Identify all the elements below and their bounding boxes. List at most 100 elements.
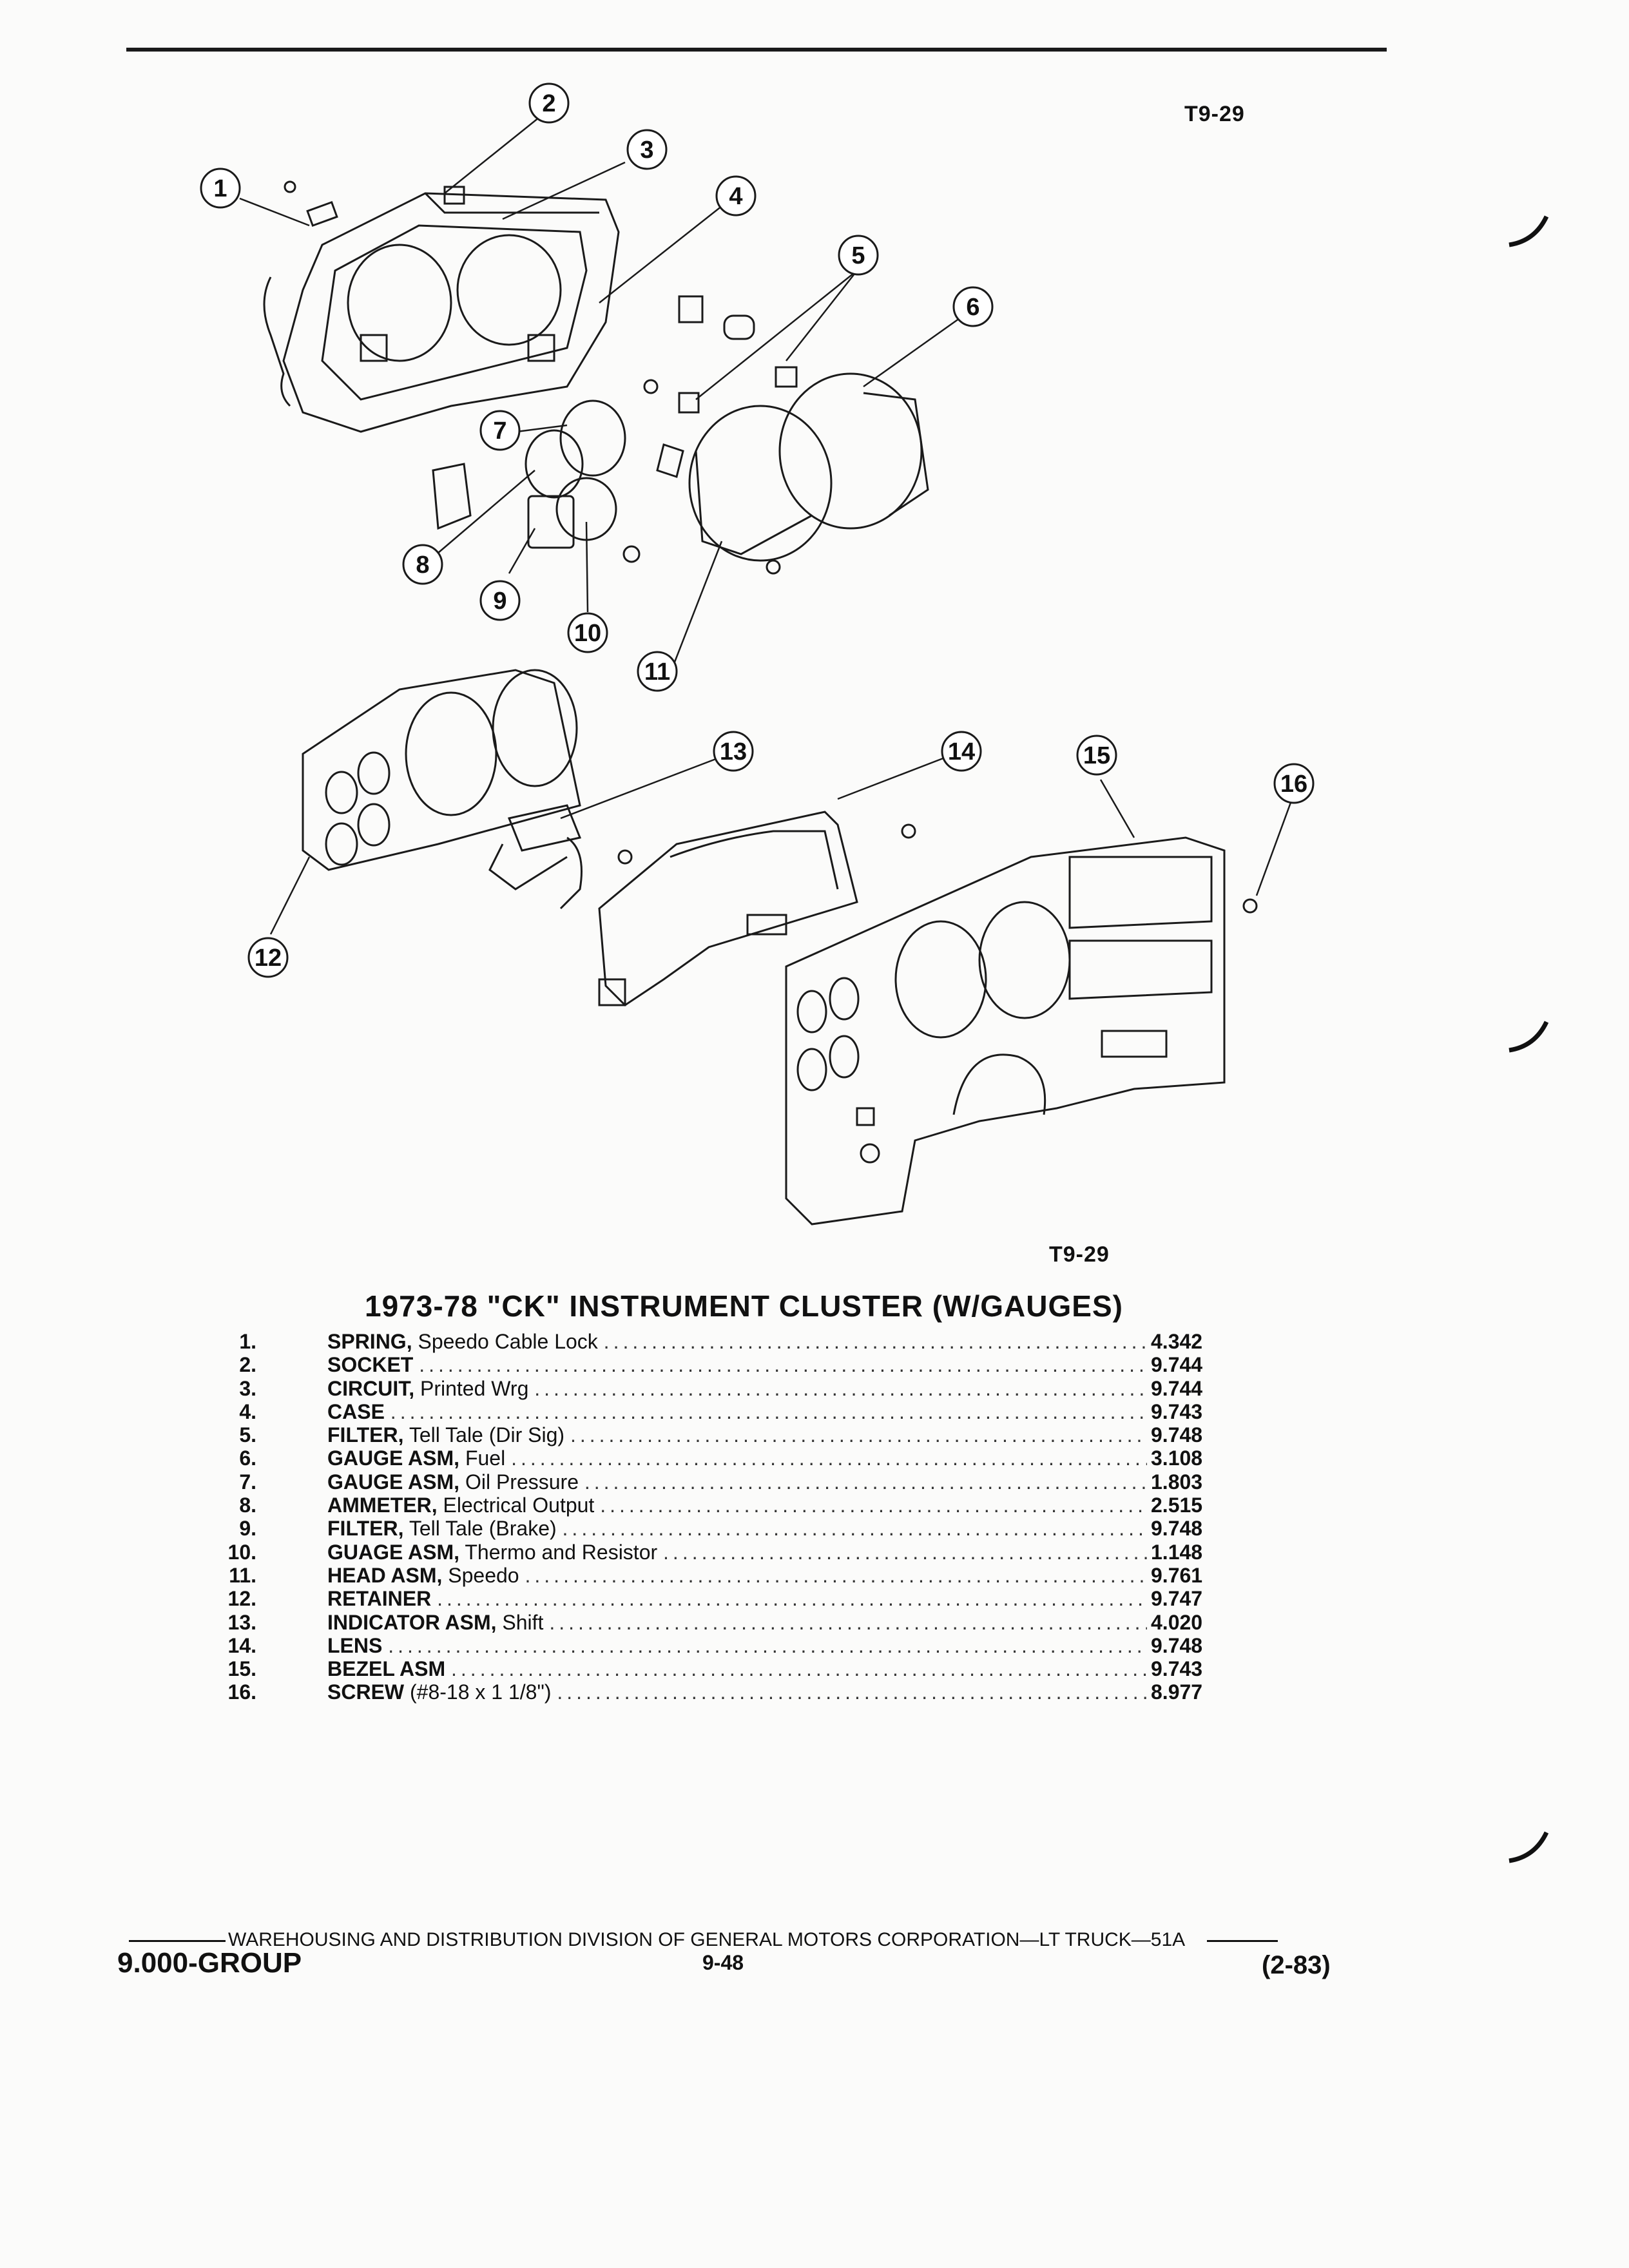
part-description: LENS ...................................… xyxy=(327,1634,1147,1657)
group-number: 4.020 xyxy=(1151,1610,1203,1634)
retainer-part xyxy=(302,669,581,871)
part-number: 1. xyxy=(239,1330,256,1353)
dot-leader: ........................................… xyxy=(557,1680,1147,1704)
part-description: RETAINER ...............................… xyxy=(327,1587,1147,1610)
footer-page-number: 9-48 xyxy=(702,1951,744,1974)
part-description: CIRCUIT, Printed Wrg ...................… xyxy=(327,1377,1147,1400)
part-name: SCREW xyxy=(327,1680,405,1704)
part-description: INDICATOR ASM, Shift ...................… xyxy=(327,1611,1147,1634)
part-number: 6. xyxy=(239,1446,256,1470)
group-number: 9.744 xyxy=(1151,1353,1203,1377)
part-detail: Tell Tale (Dir Sig) xyxy=(409,1423,565,1447)
group-number: 1.148 xyxy=(1151,1540,1203,1564)
callout-7: 7 xyxy=(493,418,506,445)
top-rule xyxy=(126,48,1387,52)
group-number: 2.515 xyxy=(1151,1494,1203,1517)
part-name: BEZEL ASM xyxy=(327,1657,446,1681)
part-description: HEAD ASM, Speedo .......................… xyxy=(327,1564,1147,1587)
callouts xyxy=(200,82,1315,978)
part-description: CASE ...................................… xyxy=(327,1400,1147,1423)
part-row: 4. CASE .................................… xyxy=(219,1400,1237,1423)
dot-leader: ........................................… xyxy=(663,1540,1147,1564)
callout-numbers: 1 2 3 4 5 6 7 8 9 10 11 12 13 14 15 16 xyxy=(213,90,1307,972)
part-number: 15. xyxy=(227,1657,256,1681)
part-row: 5.FILTER, Tell Tale (Dir Sig) ..........… xyxy=(219,1423,1237,1446)
group-number: 9.743 xyxy=(1151,1657,1203,1681)
callout-9: 9 xyxy=(493,588,506,615)
part-number: 9. xyxy=(239,1517,256,1541)
group-number: 9.748 xyxy=(1151,1517,1203,1541)
callout-11: 11 xyxy=(644,658,670,686)
part-row: 10. GUAGE ASM, Thermo and Resistor ......… xyxy=(219,1541,1237,1564)
speedo-head xyxy=(656,372,929,575)
dot-leader: ........................................… xyxy=(390,1399,1147,1423)
part-name: FILTER, xyxy=(327,1423,404,1447)
group-number: 9.748 xyxy=(1151,1423,1203,1447)
part-detail: Electrical Output xyxy=(443,1494,595,1517)
callout-10: 10 xyxy=(574,620,601,647)
leader-lines xyxy=(239,114,1295,935)
part-description: AMMETER, Electrical Output .............… xyxy=(327,1494,1147,1517)
part-name: CIRCUIT, xyxy=(327,1376,415,1400)
part-name: GAUGE ASM, xyxy=(327,1446,460,1470)
callout-13: 13 xyxy=(720,738,747,765)
part-number: 10. xyxy=(227,1540,256,1564)
exploded-diagram: 1 2 3 4 5 6 7 8 9 10 11 12 13 14 15 16 xyxy=(200,82,1315,1225)
part-name: FILTER, xyxy=(327,1517,404,1541)
callout-4: 4 xyxy=(729,183,742,210)
part-name: LENS xyxy=(327,1633,383,1657)
dot-leader: ........................................… xyxy=(419,1353,1147,1377)
part-description: GAUGE ASM, Fuel ........................… xyxy=(327,1446,1147,1470)
group-number: 9.761 xyxy=(1151,1563,1203,1587)
part-detail: (#8-18 x 1 1/8") xyxy=(410,1680,552,1704)
dot-leader: ........................................… xyxy=(511,1446,1147,1470)
part-row: 3.CIRCUIT, Printed Wrg .................… xyxy=(219,1377,1237,1400)
group-number: 9.747 xyxy=(1151,1587,1203,1611)
punch-mark xyxy=(1509,1831,1549,1863)
callout-15: 15 xyxy=(1083,742,1110,769)
dot-leader: ........................................… xyxy=(600,1494,1147,1517)
punch-mark xyxy=(1509,215,1549,247)
part-name: SOCKET xyxy=(327,1353,414,1377)
callout-16: 16 xyxy=(1280,771,1307,798)
small-gauges xyxy=(432,379,659,563)
dot-leader: ........................................… xyxy=(603,1330,1147,1353)
footer-division-text: WAREHOUSING AND DISTRIBUTION DIVISION OF… xyxy=(228,1929,1186,1950)
figure-code-bottom: T9-29 xyxy=(1049,1242,1110,1267)
part-number: 13. xyxy=(227,1610,256,1634)
group-number: 9.743 xyxy=(1151,1399,1203,1423)
part-number: 4. xyxy=(239,1399,256,1423)
part-name: INDICATOR ASM, xyxy=(327,1610,497,1634)
part-row: 7. GAUGE ASM, Oil Pressure ..............… xyxy=(219,1470,1237,1494)
part-description: BEZEL ASM ..............................… xyxy=(327,1657,1147,1680)
part-number: 2. xyxy=(239,1353,256,1377)
part-description: GUAGE ASM, Thermo and Resistor .........… xyxy=(327,1541,1147,1564)
part-name: GUAGE ASM, xyxy=(327,1540,460,1564)
part-detail: Oil Pressure xyxy=(465,1470,579,1494)
part-detail: Shift xyxy=(502,1610,544,1634)
part-description: FILTER, Tell Tale (Brake) ..............… xyxy=(327,1517,1147,1540)
dot-leader: ........................................… xyxy=(525,1563,1147,1587)
part-description: SPRING, Speedo Cable Lock ..............… xyxy=(327,1330,1147,1353)
part-row: 11. HEAD ASM, Speedo ....................… xyxy=(219,1564,1237,1587)
callout-5: 5 xyxy=(851,242,865,269)
group-number: 1.803 xyxy=(1151,1470,1203,1494)
footer-division: WAREHOUSING AND DISTRIBUTION DIVISION OF… xyxy=(129,1929,1278,1951)
dot-leader: ........................................… xyxy=(437,1587,1147,1611)
parts-list-title: 1973-78 "CK" INSTRUMENT CLUSTER (W/GAUGE… xyxy=(365,1289,1123,1323)
callout-8: 8 xyxy=(416,552,429,579)
part-detail: Fuel xyxy=(465,1446,506,1470)
callout-6: 6 xyxy=(966,294,979,321)
part-number: 11. xyxy=(229,1563,256,1587)
part-description: GAUGE ASM, Oil Pressure ................… xyxy=(327,1470,1147,1494)
dot-leader: ........................................… xyxy=(584,1470,1147,1494)
part-row: 13. INDICATOR ASM, Shift ................… xyxy=(219,1611,1237,1634)
bezel-part xyxy=(785,836,1258,1225)
part-number: 8. xyxy=(239,1494,256,1517)
group-number: 3.108 xyxy=(1151,1446,1203,1470)
part-number: 7. xyxy=(239,1470,256,1494)
part-row: 1. SPRING, Speedo Cable Lock ............… xyxy=(219,1330,1237,1353)
part-number: 16. xyxy=(227,1680,256,1704)
part-detail: Speedo xyxy=(448,1563,519,1587)
